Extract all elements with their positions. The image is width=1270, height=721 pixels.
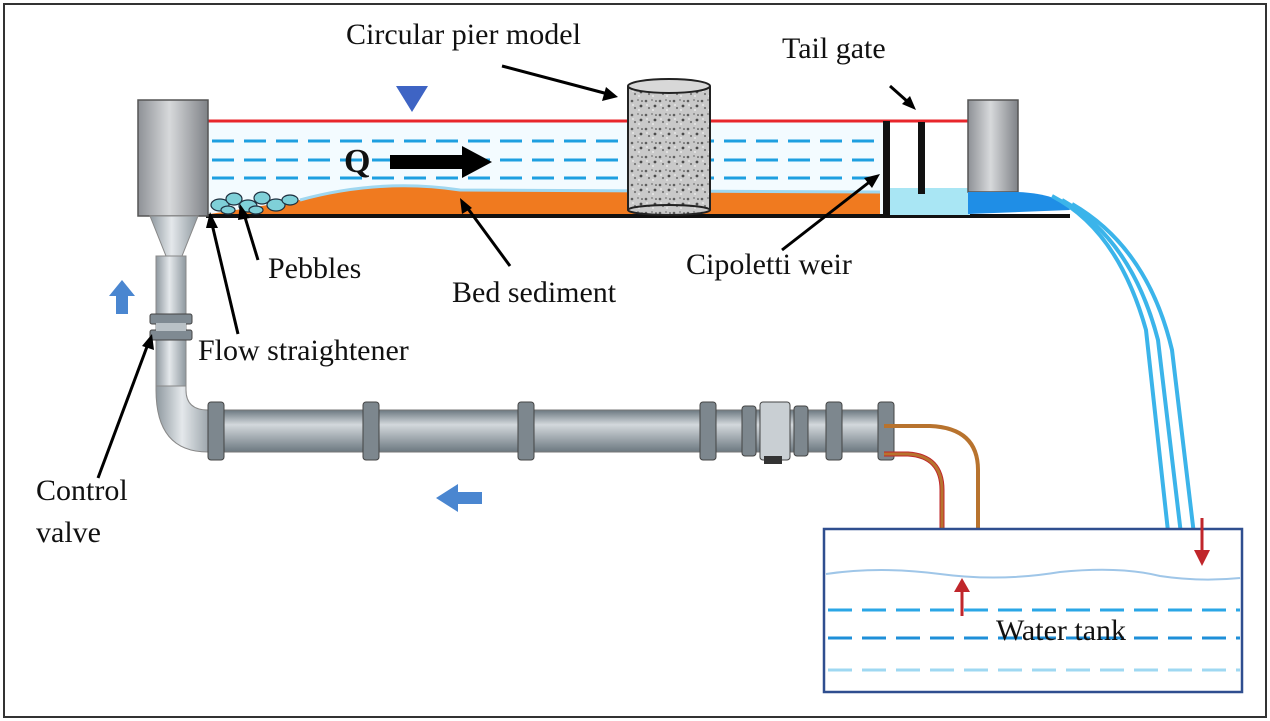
inlet-head-box xyxy=(137,99,209,217)
label-pebbles: Pebbles xyxy=(268,252,361,285)
label-cipoletti-weir: Cipoletti weir xyxy=(686,248,852,281)
label-control-valve-line1: Control xyxy=(36,474,128,507)
flow-direction-arrow xyxy=(390,146,492,178)
label-water-tank: Water tank xyxy=(996,614,1126,647)
label-flow-straightener: Flow straightener xyxy=(198,334,409,367)
outlet-water xyxy=(968,192,1070,214)
circular-pier-model xyxy=(627,78,711,216)
label-control-valve-line2: valve xyxy=(36,516,101,549)
tail-gate xyxy=(918,122,925,194)
bed-sediment xyxy=(210,185,880,214)
tail-water xyxy=(890,188,970,215)
bed-surface xyxy=(299,184,881,202)
tank-arrows xyxy=(954,518,1210,616)
outlet-box xyxy=(967,99,1019,193)
label-circular-pier-model: Circular pier model xyxy=(346,18,581,51)
flow-arrows xyxy=(109,280,482,512)
label-tail-gate: Tail gate xyxy=(782,32,886,65)
outflow-streams xyxy=(1051,194,1200,569)
label-bed-sediment: Bed sediment xyxy=(452,276,617,309)
flow-q-label: Q xyxy=(344,143,370,180)
control-valve xyxy=(149,313,193,341)
suction-pipes xyxy=(884,424,980,606)
cipoletti-weir xyxy=(883,121,890,216)
flume-channel xyxy=(206,86,1070,218)
figure-border xyxy=(3,3,1267,718)
return-pipe xyxy=(207,401,895,464)
water-tank xyxy=(822,527,1244,694)
water-level-icon xyxy=(396,86,428,112)
leader-lines xyxy=(96,64,916,479)
water-dashes xyxy=(212,139,880,180)
